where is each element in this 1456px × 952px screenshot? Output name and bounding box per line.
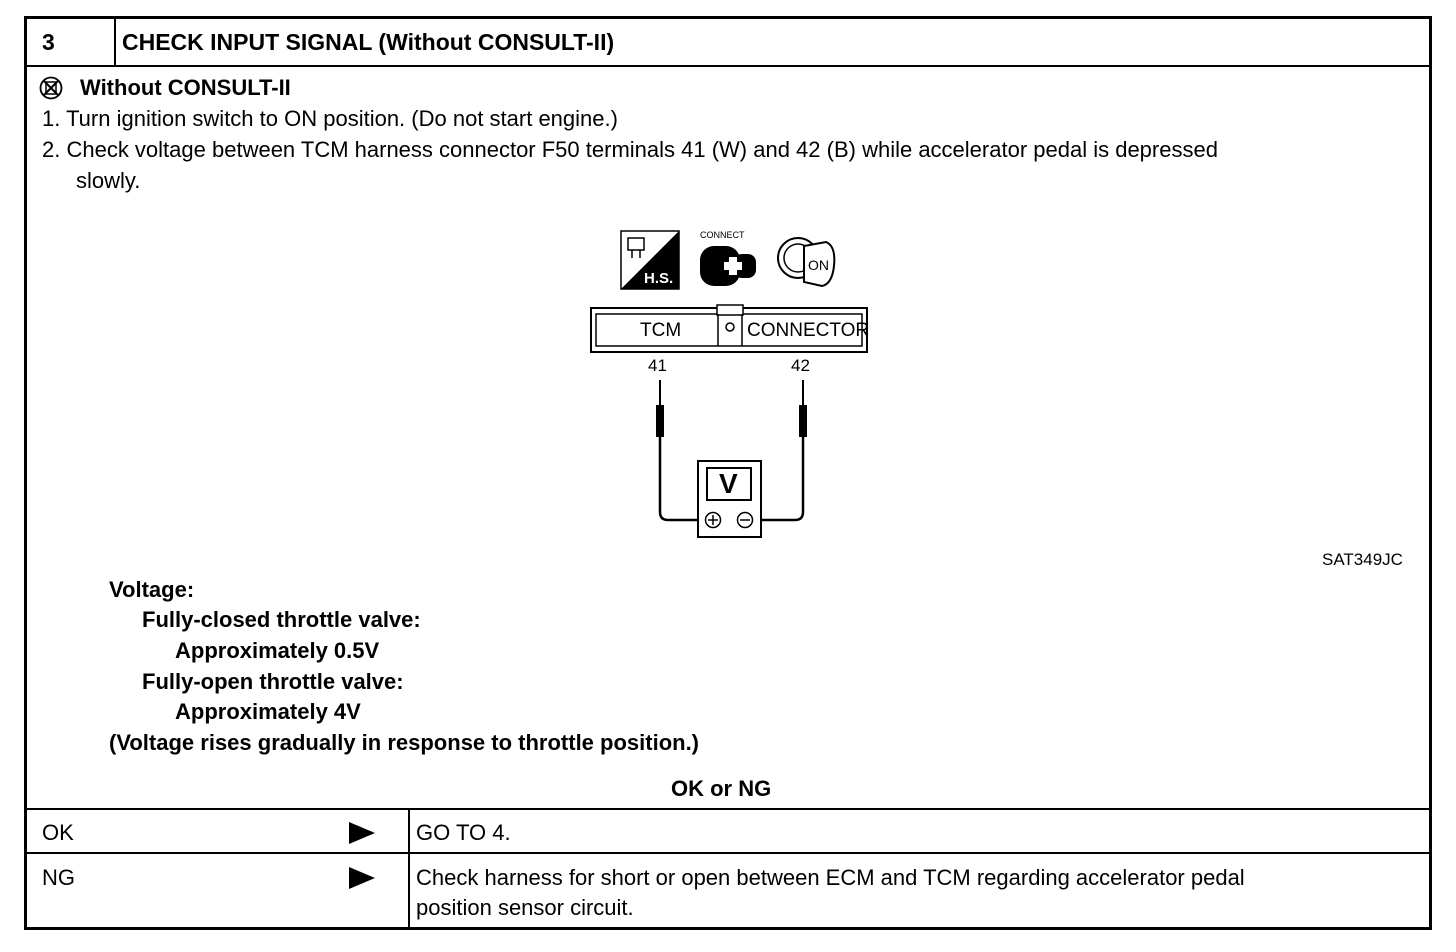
terminal-41-label: 41 [648,356,667,375]
result-row-divider [24,852,1432,854]
spec-note: (Voltage rises gradually in response to … [109,730,700,755]
header-divider [24,65,1432,67]
voltmeter-wiring [656,380,807,538]
connector-left-label: TCM [640,320,682,341]
connect-icon: CONNECT [700,230,756,286]
tcm-connector [590,304,868,353]
result-ng-status: NG [42,865,75,890]
spec-value-2: Approximately 4V [175,699,361,724]
spec-value-1: Approximately 0.5V [175,638,380,663]
step-2-continuation: slowly. [76,168,141,193]
result-prompt: OK or NG [671,776,772,801]
connector-right-label: CONNECTOR [747,320,870,341]
result-ng-action-line2: position sensor circuit. [416,895,634,920]
mode-title: Without CONSULT-II [80,75,291,100]
terminal-42-label: 42 [791,356,810,375]
result-ok-status: OK [42,820,74,845]
spec-condition-2: Fully-open throttle valve: [142,669,404,694]
spec-label: Voltage: [109,577,195,602]
step-number: 3 [42,29,55,55]
result-ok-action: GO TO 4. [416,820,511,845]
step-title: CHECK INPUT SIGNAL (Without CONSULT-II) [122,29,615,55]
ng-arrow-icon [349,867,375,889]
spec-condition-1: Fully-closed throttle valve: [142,607,421,632]
ignition-on-icon: ON [777,237,836,288]
result-table-top [24,808,1432,810]
voltmeter-label: V [719,468,738,499]
result-ng-action-line1: Check harness for short or open between … [416,865,1245,890]
step-2: 2. Check voltage between TCM harness con… [42,137,1218,162]
ok-arrow-icon [349,822,375,844]
harness-side-icon: H.S. [620,230,680,290]
procedure-frame [24,16,1432,930]
no-consult-icon [39,76,63,100]
figure-id: SAT349JC [1322,550,1403,569]
result-column-divider [408,808,410,930]
connect-label: CONNECT [700,230,745,240]
header-step-divider [114,16,116,66]
on-label: ON [808,257,829,273]
hs-label: H.S. [644,270,673,287]
step-1: 1. Turn ignition switch to ON position. … [42,106,618,131]
